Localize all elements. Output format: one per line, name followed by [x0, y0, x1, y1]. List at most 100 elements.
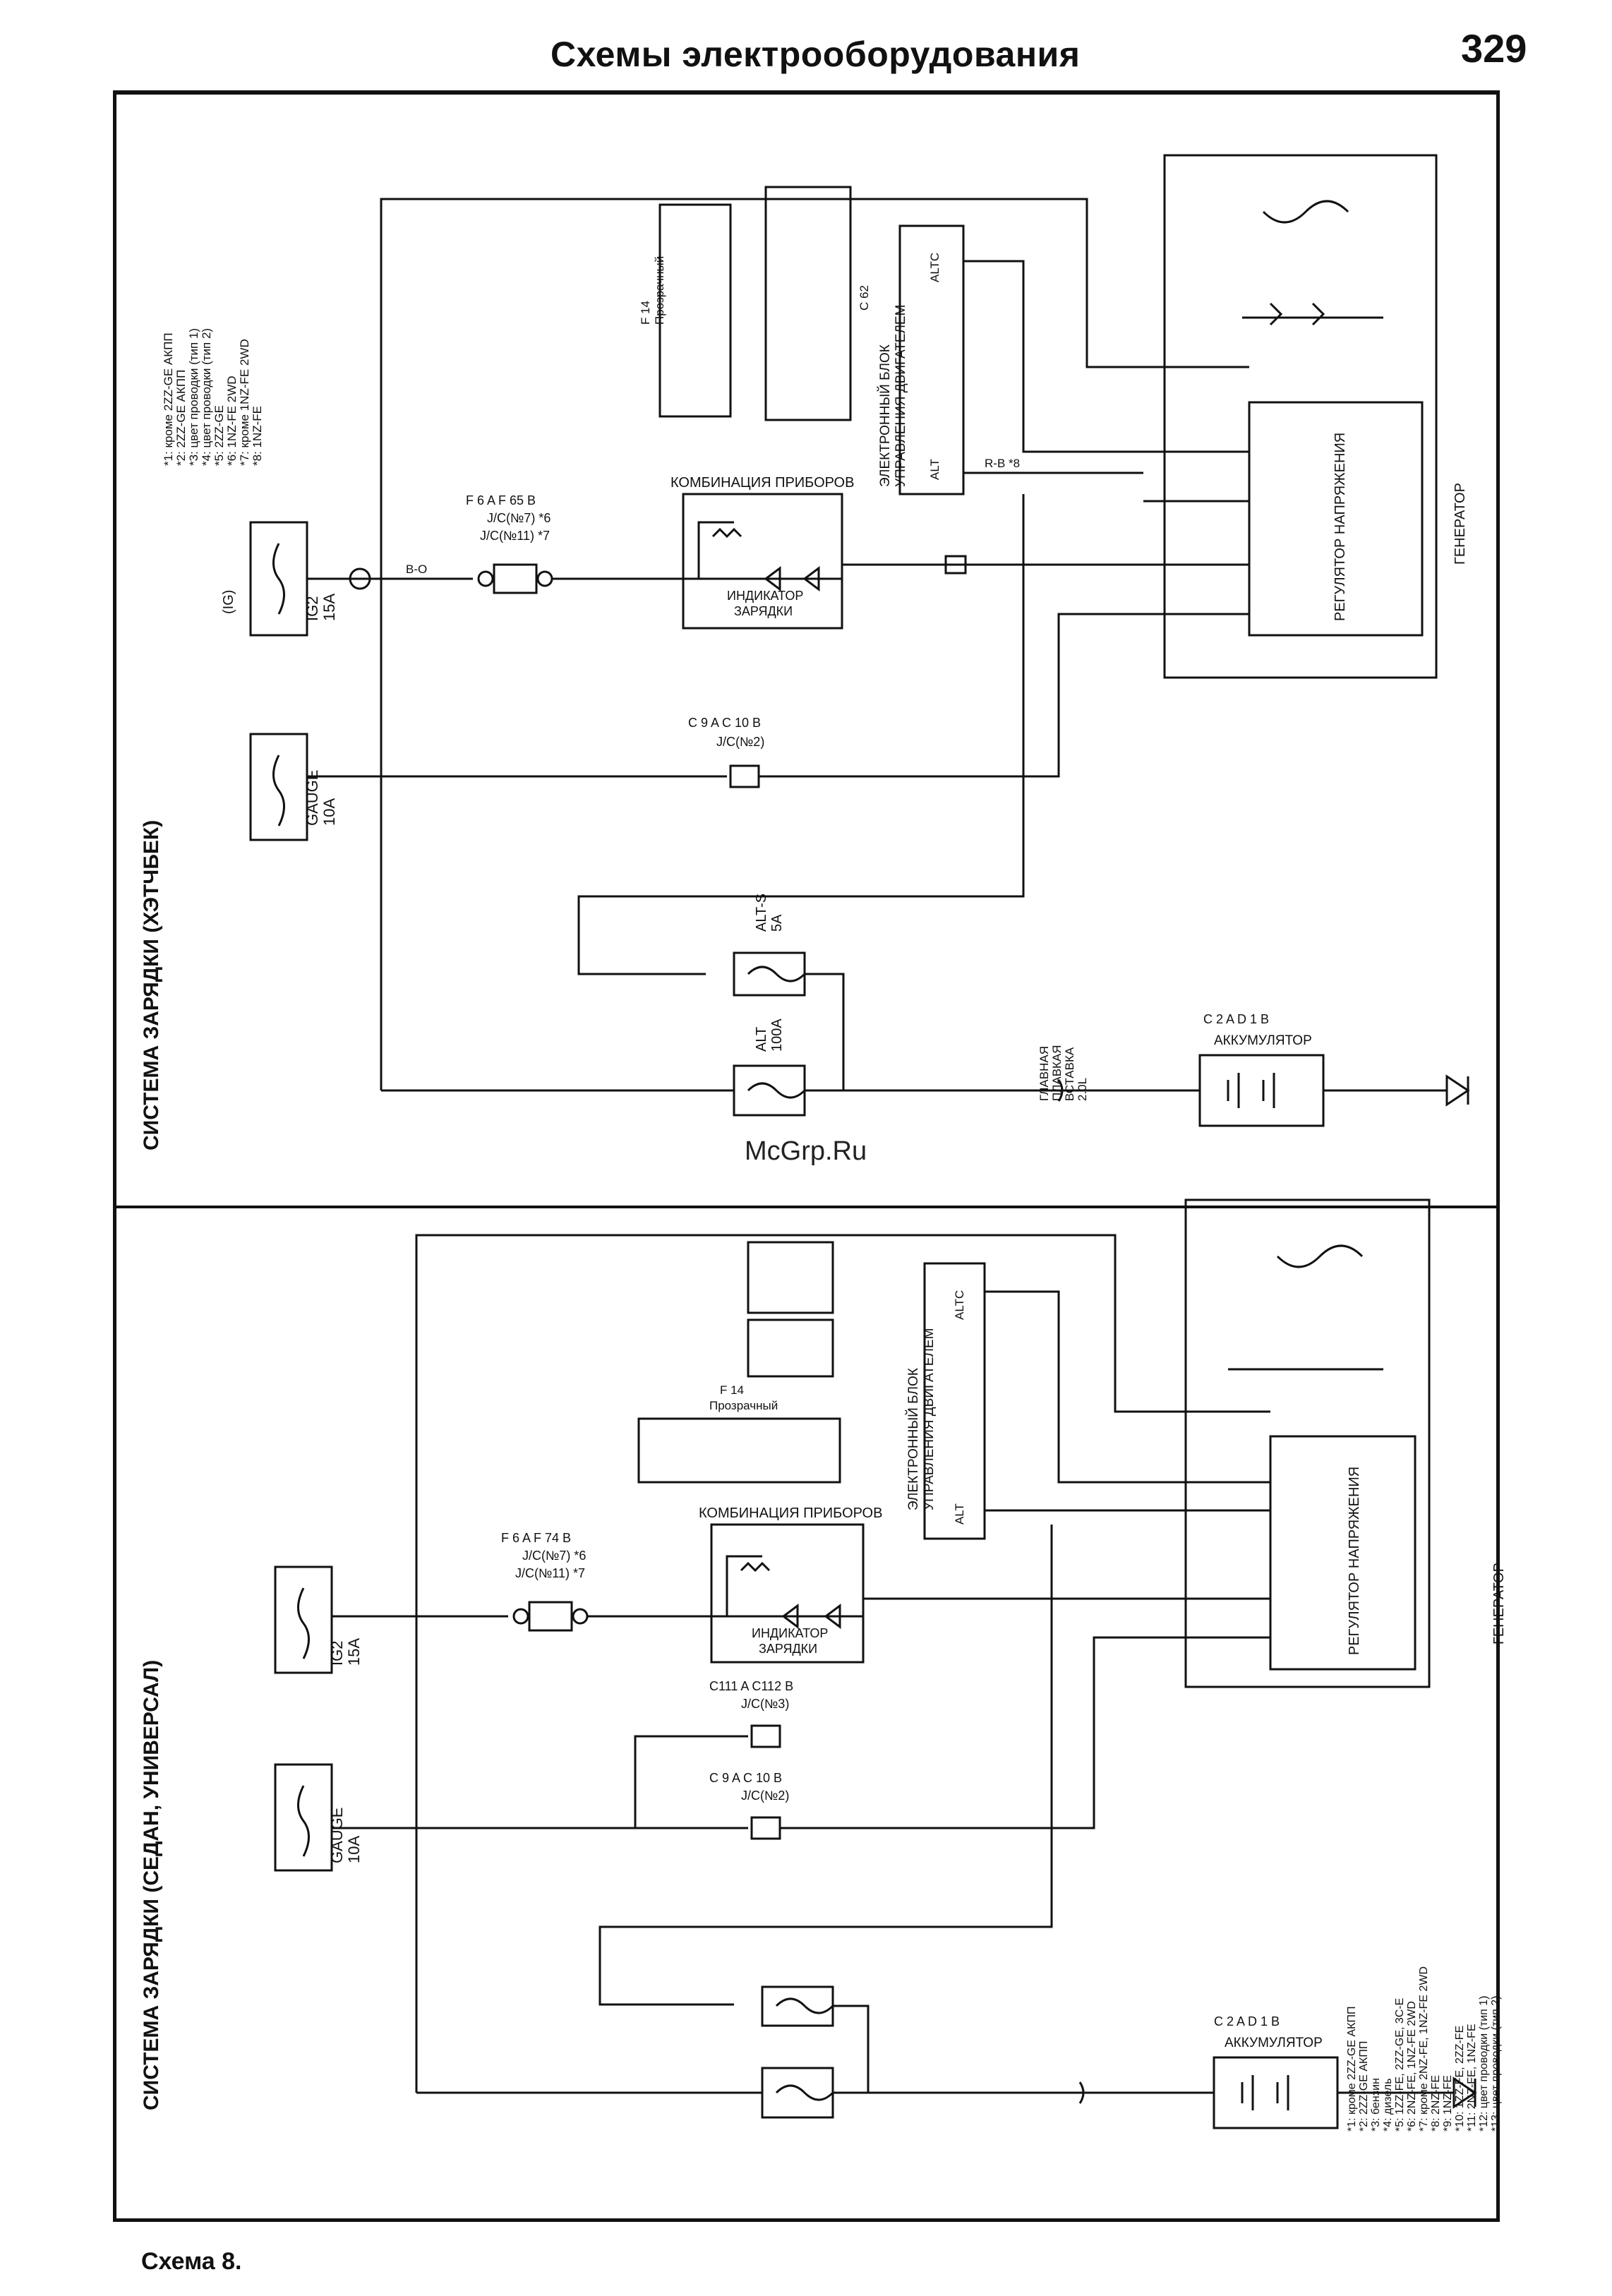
top-note: *6: 1NZ-FE 2WD: [225, 375, 239, 466]
bottom-battery-label: АККУМУЛЯТОР: [1225, 2036, 1323, 2050]
top-connector-label: C 62: [858, 285, 871, 311]
top-fuse-gauge-label: 10A: [320, 798, 338, 826]
bottom-jc7: [528, 1601, 573, 1632]
top-fuse-alts-label: ALT-S: [754, 894, 769, 932]
bottom-note: *8: 2NZ-FE: [1430, 2075, 1442, 2132]
page-title: Схемы электрооборудования: [551, 35, 1081, 74]
bottom-jc-label: J/C(№7) *6: [522, 1549, 586, 1563]
top-fuse-alts-label: 5A: [769, 914, 785, 932]
top-fuse-ig2-label: IG2: [303, 596, 321, 621]
bottom-note: *5: 1ZZ-FE, 2ZZ-GE, 3C-E: [1394, 1998, 1406, 2132]
top-fuse-alt-label: ALT: [754, 1027, 769, 1052]
bottom-note: *9: 1NZ-FE: [1442, 2075, 1454, 2132]
bottom-connector-label: Прозрачный: [709, 1399, 778, 1412]
top-fusible-label: ГЛАВНАЯ: [1037, 1046, 1051, 1101]
bottom-fuse-ig2-label: 15A: [345, 1638, 363, 1666]
top-ecu: [898, 224, 965, 495]
top-battery: [1198, 1054, 1325, 1127]
top-jc-label: J/C(№7) *6: [487, 511, 551, 525]
top-fuse-alt-label: 100A: [769, 1018, 785, 1052]
bottom-note: *3: бензин: [1370, 2078, 1382, 2132]
bottom-stator: [1228, 1244, 1383, 1371]
top-fusible-link: [1057, 1079, 1064, 1102]
top-instrument-label: КОМБИНАЦИЯ ПРИБОРОВ: [670, 475, 854, 491]
top-note: *2: 2ZZ-GE АКПП: [174, 370, 188, 466]
bottom-note: *6: 2NZ-FE, 1NZ-FE 2WD: [1406, 2001, 1418, 2132]
bottom-connector-f60: [747, 1241, 834, 1314]
top-fuse-ig2-element: [272, 543, 285, 615]
top-note: *7: кроме 1NZ-FE 2WD: [238, 339, 251, 466]
top-jc7: [493, 563, 538, 594]
bottom-note: *11: 2NZ-FE, 1NZ-FE: [1466, 2024, 1478, 2132]
top-footnotes: *1: кроме 2ZZ-GE АКПП *2: 2ZZ-GE АКПП *3…: [162, 328, 264, 466]
top-regulator-label: РЕГУЛЯТОР НАПРЯЖЕНИЯ: [1333, 433, 1348, 621]
bottom-fuse-alts: [761, 1985, 834, 2027]
bottom-generator-label: ГЕНЕРАТОР: [1491, 1563, 1507, 1645]
bottom-diagram: IG2 15A F 6 A F 74 B J/C(№7) *6 J/C(№11)…: [274, 1198, 1507, 2132]
bottom-instrument-cluster: [710, 1523, 865, 1664]
bottom-ecu-pin: ALTC: [953, 1290, 966, 1320]
bottom-ecu-label: ЭЛЕКТРОННЫЙ БЛОК: [906, 1368, 921, 1510]
top-note: *8: 1NZ-FE: [251, 406, 264, 466]
bottom-footnotes: *1: кроме 2ZZ-GE АКПП *2: 2ZZ-GE АКПП *3…: [1346, 1966, 1502, 2132]
top-wire-label: B-O: [406, 563, 427, 576]
top-connector-f14: [658, 203, 732, 418]
bottom-jc2-label: C 9 A C 10 B: [709, 1771, 782, 1785]
bottom-connector-f14: [637, 1417, 841, 1484]
top-connector-cf3: [944, 555, 967, 575]
top-indicator-label: ИНДИКАТОР: [727, 589, 803, 603]
bottom-generator: [1184, 1198, 1431, 1688]
top-wire-bg: [380, 198, 1136, 1090]
watermark-text: McGrp.Ru: [745, 1136, 867, 1166]
bottom-fuse-ig2-label: IG2: [328, 1641, 346, 1666]
top-fuse-alts: [733, 951, 806, 997]
top-note: *3: цвет проводки (тип 1): [187, 328, 200, 466]
bottom-fuse-gauge-label: 10A: [345, 1836, 363, 1863]
top-generator: [1163, 154, 1438, 679]
bottom-ecu-pin: ALT: [953, 1503, 966, 1525]
top-fusible-label: ПЛАВКАЯ: [1050, 1045, 1064, 1101]
top-jc-label: F 6 A F 65 B: [466, 493, 536, 507]
top-ecu-label: ЭЛЕКТРОННЫЙ БЛОК: [877, 344, 893, 487]
top-wire-by: [963, 260, 1143, 453]
section-divider: [113, 1206, 1500, 1208]
top-regulator: [1248, 401, 1424, 637]
top-note: *5: 2ZZ-GE: [212, 405, 226, 466]
bottom-indicator-label: ЗАРЯДКИ: [759, 1642, 817, 1656]
top-fuse-ig2-label: (IG): [221, 590, 236, 614]
top-fuse-alt: [733, 1064, 806, 1117]
bottom-connector-label: F 14: [720, 1383, 744, 1397]
top-ecu-label: УПРАВЛЕНИЯ ДВИГАТЕЛЕМ: [894, 305, 908, 487]
top-instrument-cluster: [682, 493, 843, 630]
bottom-note: *1: кроме 2ZZ-GE АКПП: [1346, 2007, 1358, 2132]
bottom-indicator-lamp: [726, 1555, 841, 1629]
top-jc2-label: J/C(№2): [716, 735, 764, 749]
bottom-note: *2: 2ZZ-GE АКПП: [1358, 2041, 1370, 2132]
top-generator-label: ГЕНЕРАТОР: [1452, 483, 1468, 565]
bottom-battery-label: C 2 A D 1 B: [1214, 2014, 1280, 2028]
bottom-fuse-ig2: [274, 1565, 333, 1674]
top-jc-label: J/C(№11) *7: [480, 529, 550, 543]
bottom-wire-w: [599, 1525, 1053, 2006]
bottom-fuse-gauge-label: GAUGE: [328, 1808, 346, 1863]
top-battery-label: АККУМУЛЯТОР: [1214, 1033, 1312, 1048]
bottom-fuse-alt: [761, 2067, 834, 2119]
bottom-battery: [1213, 2056, 1339, 2129]
top-stator: [1242, 200, 1383, 326]
top-connector-f60: [764, 186, 852, 421]
top-ecu-pin: ALTC: [928, 253, 942, 282]
top-indicator-label: ЗАРЯДКИ: [734, 604, 793, 618]
bottom-jc3-label: C111 A C112 B: [709, 1679, 793, 1693]
top-indicator-lamp: [697, 521, 820, 591]
bottom-regulator-label: РЕГУЛЯТОР НАПРЯЖЕНИЯ: [1347, 1467, 1362, 1655]
bottom-note: *13: цвет проводки (тип 2): [1490, 1995, 1502, 2132]
top-fuse-gauge-label: GAUGE: [303, 770, 321, 826]
bottom-jc-label: J/C(№11) *7: [515, 1566, 585, 1580]
top-wire-w: [577, 494, 1025, 975]
bottom-wire-bg: [415, 1234, 1150, 2093]
top-battery-label: C 2 A D 1 B: [1203, 1012, 1269, 1026]
top-connector-1f: [349, 567, 371, 590]
top-fuse-ig2-label: 15A: [320, 594, 338, 621]
bottom-instrument-label: КОМБИНАЦИЯ ПРИБОРОВ: [699, 1505, 882, 1521]
